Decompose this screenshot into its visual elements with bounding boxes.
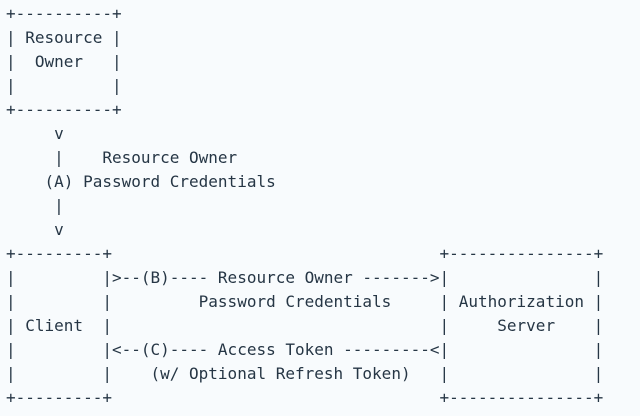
ascii-flow-diagram-text: +----------+ | Resource | | Owner | | | …	[6, 4, 604, 407]
oauth-password-credentials-flow-diagram: +----------+ | Resource | | Owner | | | …	[6, 4, 604, 407]
